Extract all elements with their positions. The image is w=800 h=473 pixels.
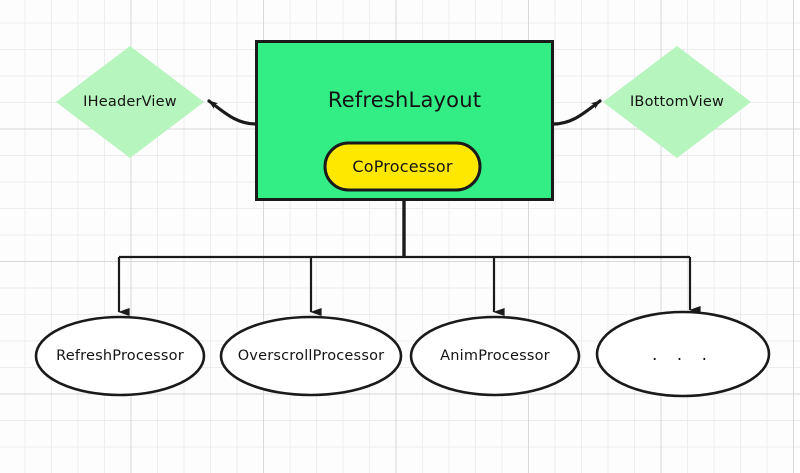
shape-ellipse-refreshprocessor[interactable] xyxy=(34,315,206,397)
shape-diamond-iheaderview[interactable] xyxy=(56,46,204,158)
shape-diamond-ibottomview[interactable] xyxy=(603,46,751,158)
edge-to-iheaderview xyxy=(207,99,258,126)
shape-ellipse-overscrollprocessor[interactable] xyxy=(219,315,403,397)
edge-group-processors xyxy=(117,200,701,316)
shape-ellipse-animprocessor[interactable] xyxy=(409,315,581,397)
edge-to-ibottomview xyxy=(551,99,602,126)
shape-pill-coprocessor[interactable] xyxy=(323,141,482,192)
shape-ellipse-more-processors[interactable] xyxy=(595,310,771,398)
